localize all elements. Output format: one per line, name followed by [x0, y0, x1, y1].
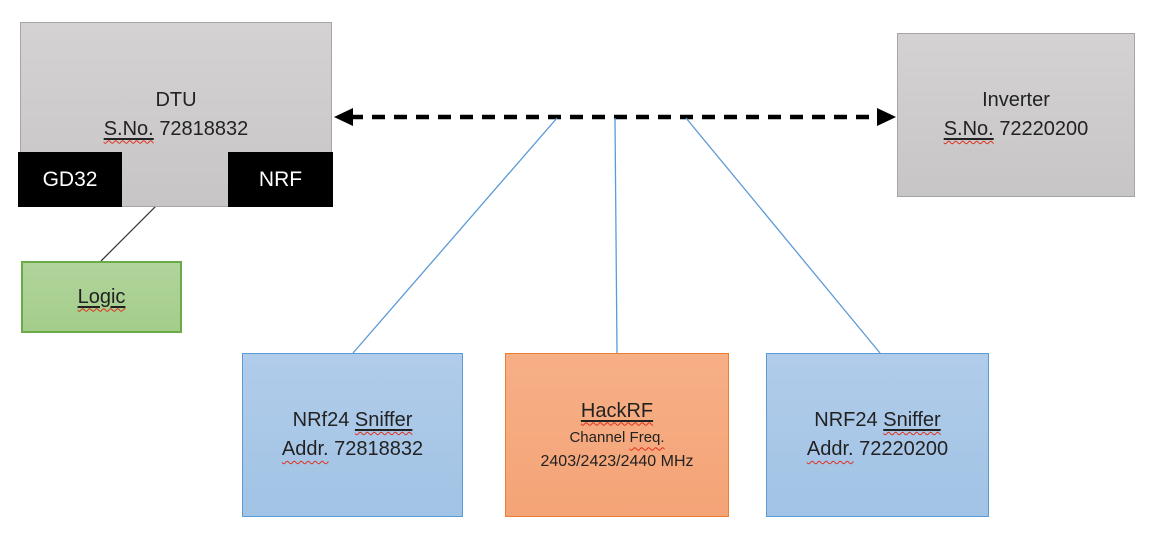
inverter-title: Inverter	[982, 89, 1050, 111]
logic-box: Logic	[21, 261, 182, 333]
dtu-serial-label: S.No.	[103, 117, 154, 140]
logic-label: Logic	[78, 283, 126, 312]
sniffer-dtu-tap-line	[352, 117, 558, 354]
inverter-box: Inverter S.No.72220200	[897, 33, 1135, 197]
dtu-title: DTU	[155, 88, 197, 111]
inverter-serial-line: S.No.72220200	[944, 115, 1089, 144]
sniffer-dtu-addr-label: Addr.	[281, 438, 329, 460]
sniffer-dtu-addr-line: Addr.72818832	[282, 435, 423, 464]
sniffer-dtu-addr-number: 72818832	[334, 438, 424, 460]
hackrf-freq-word: Freq.	[629, 428, 665, 446]
sniffer-inverter-addr-number: 72220200	[859, 438, 949, 460]
hackrf-channel-word: Channel	[569, 428, 626, 446]
gd32-chip: GD32	[18, 152, 122, 207]
nrf-chip: NRF	[228, 152, 333, 207]
sniffer-inverter-tap-line	[685, 117, 881, 354]
inverter-serial-number: 72220200	[999, 118, 1089, 140]
inverter-serial-label: S.No.	[943, 118, 994, 140]
hackrf-name: HackRF	[580, 399, 654, 422]
dtu-serial-number: 72818832	[159, 117, 249, 140]
sniffer-inverter-addr-label: Addr.	[806, 438, 854, 460]
logic-word: Logic	[77, 285, 126, 308]
sniffer-inverter-addr-line: Addr.72220200	[807, 435, 948, 464]
dtu-serial-line: S.No.72818832	[104, 115, 249, 144]
hackrf-tap-line	[614, 117, 618, 354]
gd32-label: GD32	[42, 167, 98, 191]
sniffer-inverter-model: NRF24	[814, 409, 878, 431]
sniffer-dtu-role: Sniffer	[354, 409, 413, 431]
hackrf-frequencies: 2403/2423/2440 MHz	[540, 452, 694, 470]
sniffer-dtu-model: NRf24	[292, 409, 350, 431]
dtu-inverter-dashed-arrow	[334, 108, 896, 126]
hackrf-title: HackRF	[581, 397, 653, 426]
nrf-label: NRF	[258, 167, 303, 191]
sniffer-inverter-role: Sniffer	[883, 409, 941, 431]
